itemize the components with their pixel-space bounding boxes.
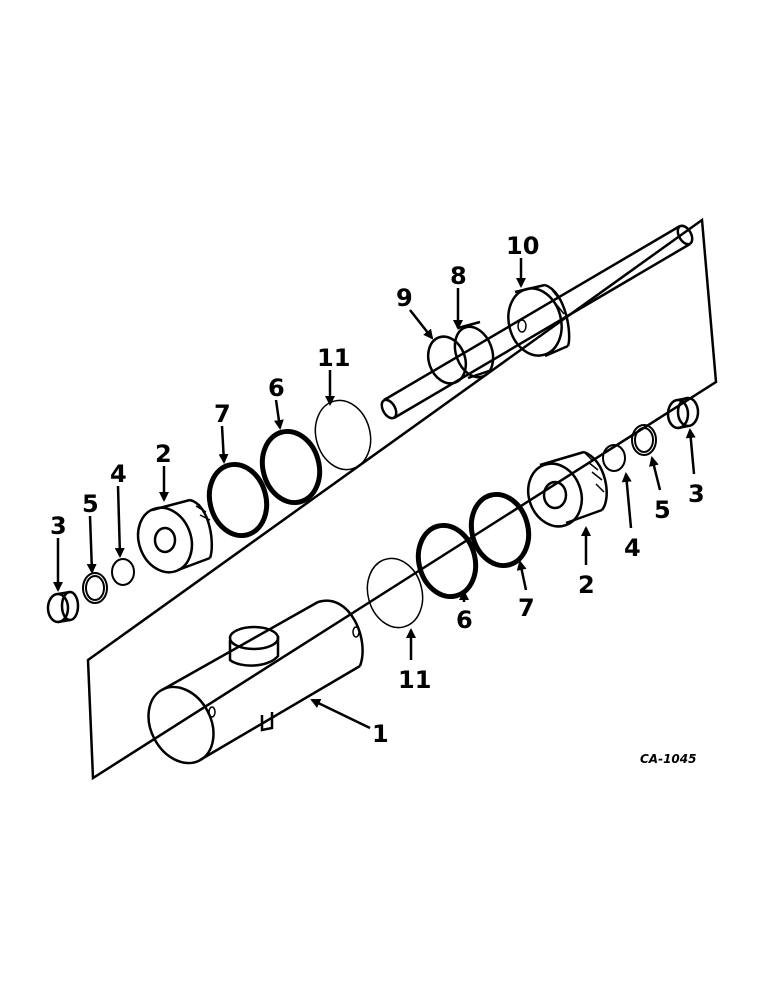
background-panel xyxy=(86,217,718,781)
o-ring-4-left xyxy=(111,558,135,586)
leader-5-right xyxy=(649,456,662,491)
bushing-left xyxy=(46,590,80,624)
o-ring-4-right xyxy=(602,444,626,472)
label-1: 1 xyxy=(372,720,389,748)
seal-ring-7-left xyxy=(206,461,270,539)
backup-ring-5-left-inner xyxy=(85,575,105,601)
label-3-left: 3 xyxy=(50,512,67,540)
backup-ring-5-right-inner xyxy=(634,427,654,453)
ring-11-right xyxy=(366,557,424,629)
label-6-left: 6 xyxy=(268,374,285,402)
leader-1 xyxy=(310,698,371,730)
leader-4-left xyxy=(114,485,125,558)
seal-ring-7-right xyxy=(468,491,532,569)
leader-3-right xyxy=(685,428,696,475)
label-4-right: 4 xyxy=(624,534,641,562)
piston-right xyxy=(526,450,608,528)
leader-9 xyxy=(409,309,434,340)
leader-7-right xyxy=(516,560,528,591)
label-8: 8 xyxy=(450,262,467,290)
figure-code: CA-1045 xyxy=(640,752,696,766)
leader-6-left xyxy=(273,399,284,430)
label-4-left: 4 xyxy=(110,460,127,488)
leader-4-right xyxy=(621,472,633,529)
seal-ring-6-left xyxy=(259,428,323,506)
gland-left xyxy=(136,498,214,574)
label-3-right: 3 xyxy=(688,480,705,508)
piston-head-10 xyxy=(507,283,571,358)
label-2-left: 2 xyxy=(155,440,172,468)
label-2-right: 2 xyxy=(578,571,595,599)
label-9: 9 xyxy=(396,284,413,312)
leader-5-left xyxy=(86,515,97,574)
collar-9 xyxy=(426,335,468,385)
label-5-left: 5 xyxy=(82,490,99,518)
label-7-left: 7 xyxy=(214,400,231,428)
seal-ring-6-right xyxy=(415,522,479,600)
backup-ring-5-right xyxy=(631,424,657,456)
label-5-right: 5 xyxy=(654,496,671,524)
label-10: 10 xyxy=(506,232,539,260)
label-6-right: 6 xyxy=(456,606,473,634)
ring-8 xyxy=(453,320,495,380)
label-11-right: 11 xyxy=(398,666,431,694)
label-11-left: 11 xyxy=(317,344,350,372)
label-7-right: 7 xyxy=(518,594,535,622)
cylinder-barrel xyxy=(147,599,364,765)
bushing-right xyxy=(666,396,700,430)
leader-7-left xyxy=(218,425,229,464)
